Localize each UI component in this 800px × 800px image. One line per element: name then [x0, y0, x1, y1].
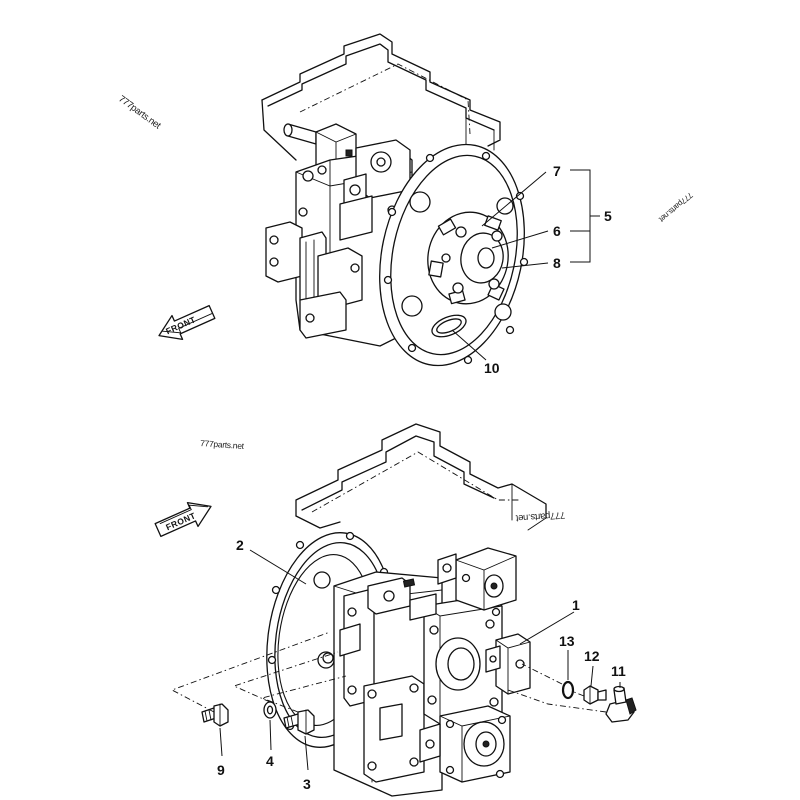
callout-6: 6: [553, 223, 561, 239]
top-mounting-bracket: [261, 33, 501, 161]
callout-3: 3: [303, 776, 311, 792]
bolt-part-3: [283, 709, 315, 735]
callout-4: 4: [266, 753, 274, 769]
washer-part-4: [263, 701, 277, 719]
o-ring-part-13: [561, 680, 575, 700]
callout-5: 5: [604, 208, 612, 224]
bottom-mounting-bracket: [295, 423, 547, 531]
top-coupling: [427, 211, 509, 305]
flange-hole: [409, 191, 431, 213]
flange-hole: [494, 303, 512, 321]
front-direction-arrow-bottom: FRONT: [154, 502, 212, 538]
top-cover-plate: [431, 314, 467, 338]
bottom-side-block: [485, 633, 531, 695]
callout-8: 8: [553, 255, 561, 271]
callout-11: 11: [611, 663, 626, 679]
solenoid-connector-icon: [345, 149, 353, 157]
top-pump-assembly: FRONT 7 6 8 5 10: [158, 33, 612, 376]
watermark-top-left: 777parts.net: [116, 94, 163, 132]
bottom-gear-pump: [419, 705, 511, 783]
callout-1: 1: [572, 597, 580, 613]
flange-hole: [401, 295, 423, 317]
callout-13: 13: [559, 633, 575, 649]
top-side-regulator: [265, 221, 363, 339]
watermark-upside-down: 777parts.net: [515, 509, 566, 523]
callout-2: 2: [236, 537, 244, 553]
watermark-middle: 777parts.net: [200, 438, 245, 451]
fitting-part-12: [583, 685, 607, 705]
callout-12: 12: [584, 648, 600, 664]
bottom-callouts: 2 1 13 12 11 9 4 3: [217, 537, 626, 792]
callout-7: 7: [553, 163, 561, 179]
watermark-right-edge: 777parts.net: [657, 190, 695, 224]
elbow-fitting-part-11: [605, 685, 637, 723]
front-direction-arrow-top: FRONT: [158, 304, 216, 340]
callout-10: 10: [484, 360, 500, 376]
callout-9: 9: [217, 762, 225, 778]
bottom-pump-assembly: FRONT: [154, 423, 637, 797]
bottom-pump-body: [322, 571, 443, 797]
flange-hole: [313, 571, 331, 589]
bottom-solenoid-valve: [437, 547, 517, 617]
assembly-guide-lines: [170, 631, 607, 713]
top-callouts: 7 6 8 5 10: [451, 163, 612, 376]
